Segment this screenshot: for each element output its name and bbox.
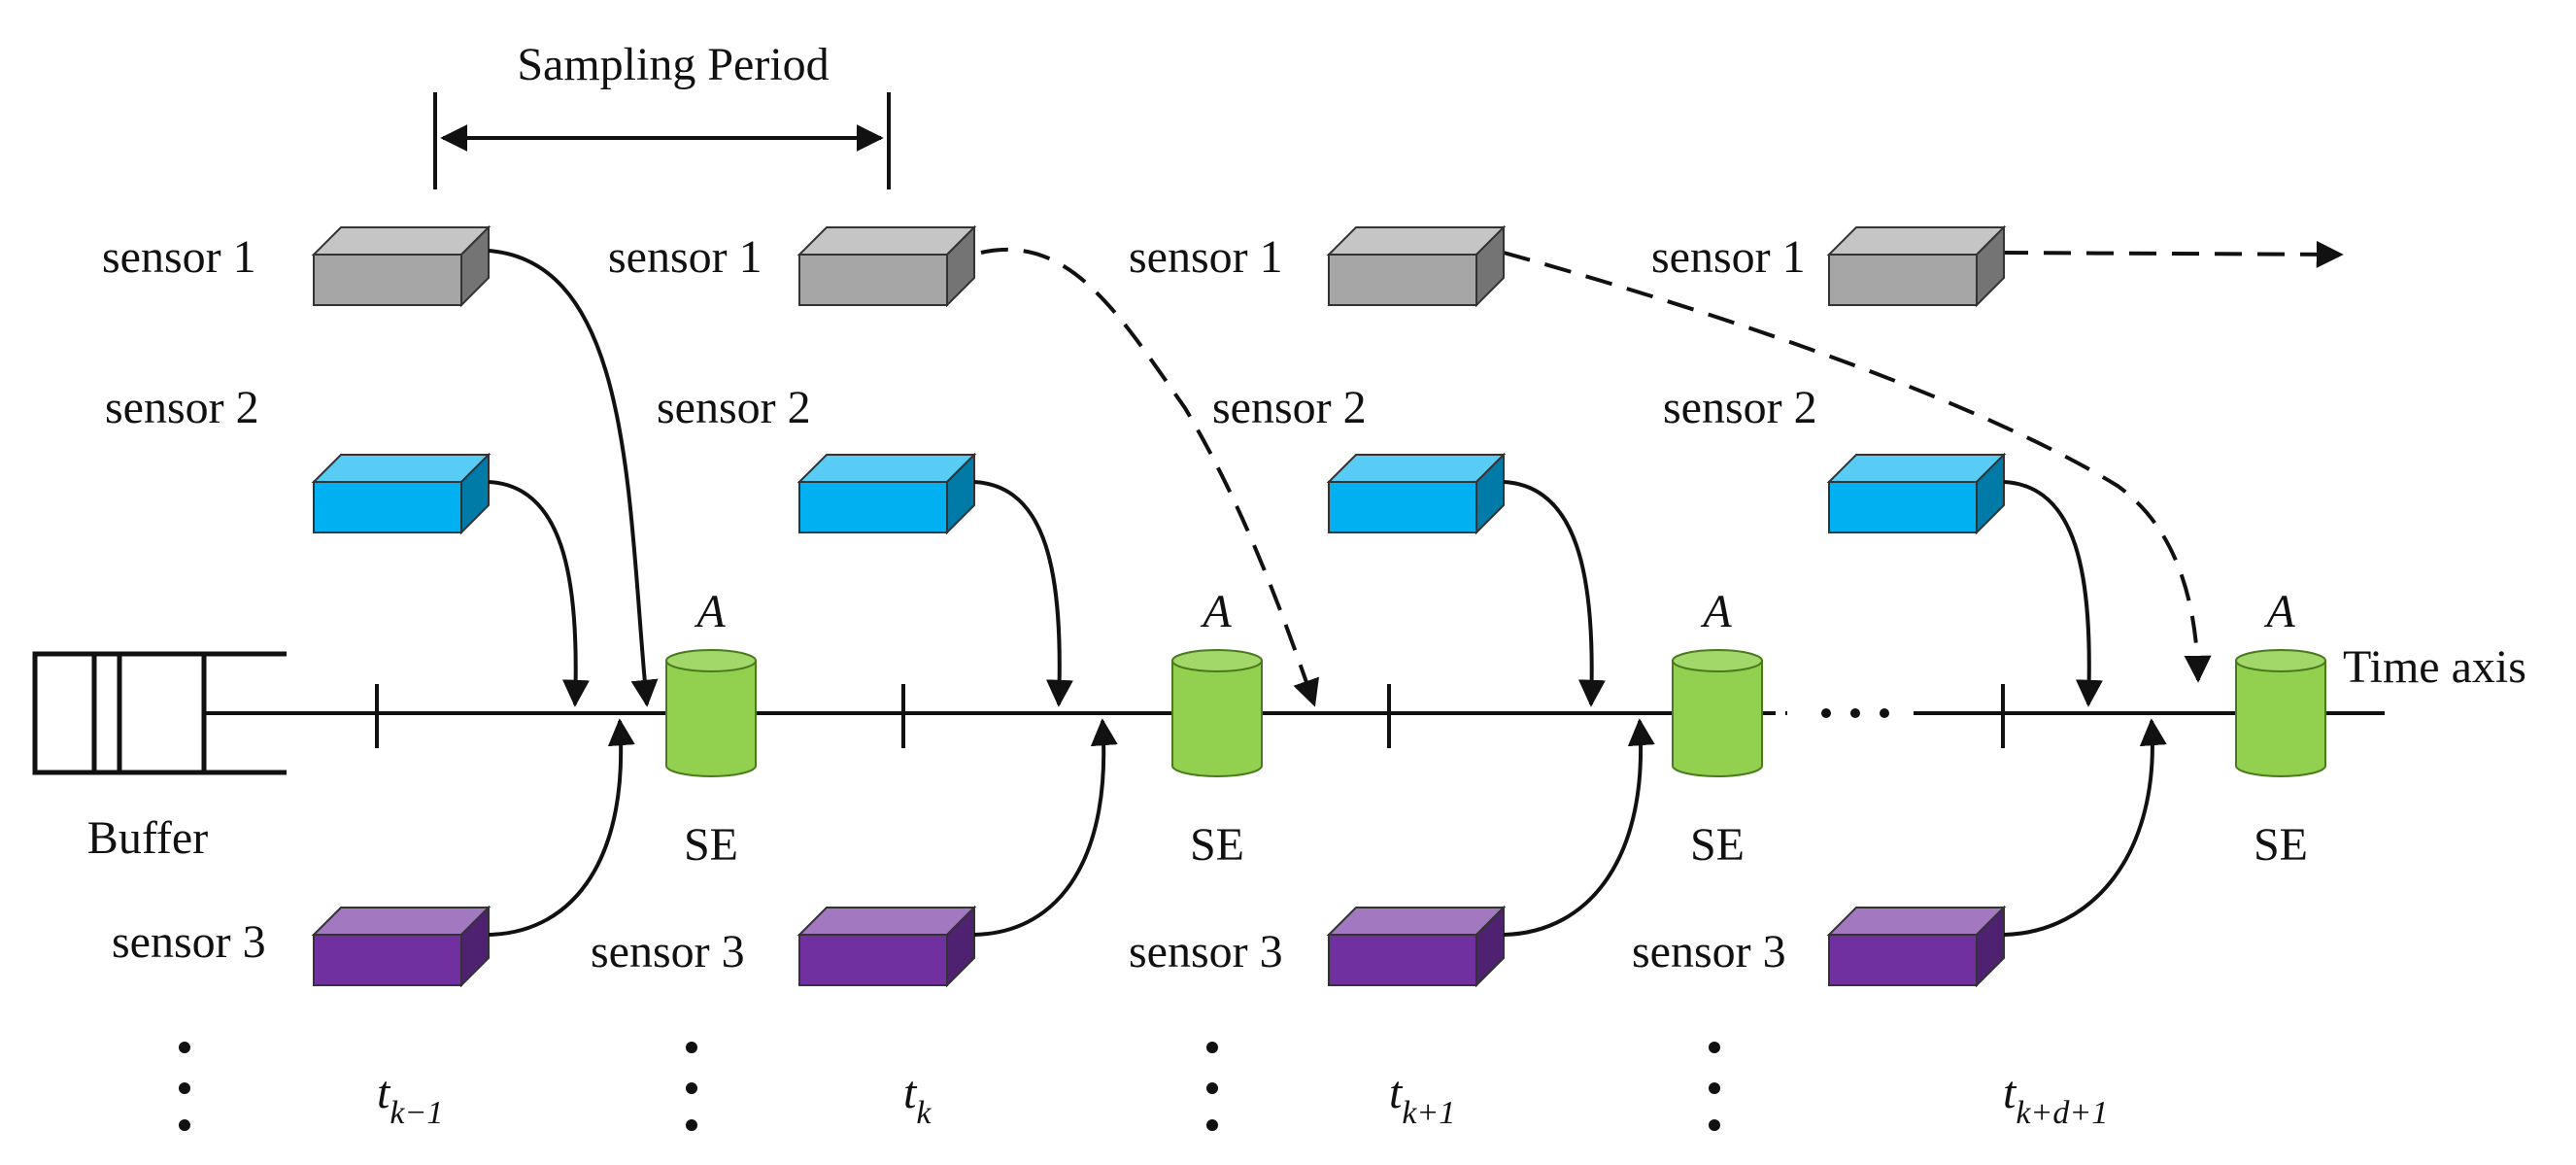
sensor-1-label: sensor 1 (102, 231, 256, 283)
sensor-1-box (1826, 224, 2007, 308)
sensor-3-label: sensor 3 (1632, 926, 1786, 977)
sensor-2-box (1826, 452, 2007, 535)
sensor-2-arrow (2003, 480, 2103, 707)
buffer: Buffer (32, 651, 287, 864)
estimator-symbol: A (1700, 586, 1732, 637)
sensor-2-box (311, 452, 491, 535)
estimator-symbol: A (1200, 586, 1232, 637)
sensor-2-label: sensor 2 (105, 382, 259, 433)
sensor-1-box (311, 224, 491, 308)
time-step-label: tk−1 (377, 1067, 443, 1131)
sensor-3-box (1826, 905, 2007, 988)
estimator-symbol: A (2263, 586, 2295, 637)
sensor-2-arrow (488, 480, 590, 707)
sensor-2-label: sensor 2 (1212, 382, 1367, 433)
sensor-2-label: sensor 2 (657, 382, 811, 433)
vertical-dots-2 (686, 1042, 697, 1131)
sensor-3-label: sensor 3 (591, 926, 745, 977)
sensor-2-arrow (973, 480, 1073, 707)
sampling-period-bracket: Sampling Period (433, 39, 891, 189)
sensor-1-box (1326, 224, 1507, 308)
sensor-2-label: sensor 2 (1663, 382, 1817, 433)
sensor-1-box (797, 224, 977, 308)
sensor-2-box (1326, 452, 1507, 535)
time-step-1: sensor 1 sensor 2 sensor 3 A SE tk−1 (102, 224, 757, 1131)
vertical-dots-4 (1709, 1042, 1720, 1131)
sensor-3-box (311, 905, 491, 988)
time-axis-label: Time axis (2343, 641, 2526, 693)
time-step-label: tk (903, 1067, 932, 1131)
sensor-3-arrow (1503, 718, 1655, 937)
sensor-2-box (797, 452, 977, 535)
more-sensors-dots (179, 1042, 1720, 1131)
delayed-arrow-k (980, 247, 1319, 707)
estimator-symbol: A (694, 586, 726, 637)
state-estimator (2235, 649, 2326, 777)
state-estimator (1672, 649, 1763, 777)
vertical-dots-3 (1206, 1042, 1218, 1131)
sensor-1-label: sensor 1 (1129, 231, 1283, 283)
sensor-3-arrow (488, 718, 635, 937)
sensor-1-label: sensor 1 (608, 231, 763, 283)
estimator-label: SE (2254, 819, 2308, 871)
estimator-label: SE (684, 819, 738, 871)
sensor-3-arrow (2003, 718, 2167, 937)
sensor-1-label: sensor 1 (1651, 231, 1806, 283)
delayed-transmissions (980, 240, 2344, 707)
state-estimator (665, 649, 757, 777)
sensor-2-arrow (1503, 480, 1606, 707)
state-estimator (1171, 649, 1263, 777)
sensor-1-arrow (488, 249, 659, 707)
time-step-label: tk+1 (1389, 1067, 1455, 1131)
sampling-period-label: Sampling Period (517, 39, 829, 90)
sensor-3-arrow (973, 718, 1118, 937)
delayed-arrow-kd1 (2000, 240, 2344, 268)
sensor-3-label: sensor 3 (112, 916, 266, 968)
sensor-3-box (1326, 905, 1507, 988)
sensor-3-box (797, 905, 977, 988)
estimator-label: SE (1190, 819, 1244, 871)
sensor-3-label: sensor 3 (1129, 926, 1283, 977)
time-step-label: tk+d+1 (2003, 1067, 2108, 1131)
time-axis: Time axis (204, 641, 2526, 748)
delayed-arrow-k1 (1503, 251, 2212, 683)
estimator-label: SE (1690, 819, 1745, 871)
time-step-4: sensor 1 sensor 2 sensor 3 A SE tk+d+1 (1632, 224, 2326, 1131)
buffer-label: Buffer (87, 812, 208, 864)
vertical-dots-1 (179, 1042, 190, 1131)
time-step-2: sensor 1 sensor 2 sensor 3 A SE tk (591, 224, 1263, 1131)
time-step-3: sensor 1 sensor 2 sensor 3 A SE tk+1 (1129, 224, 1763, 1131)
